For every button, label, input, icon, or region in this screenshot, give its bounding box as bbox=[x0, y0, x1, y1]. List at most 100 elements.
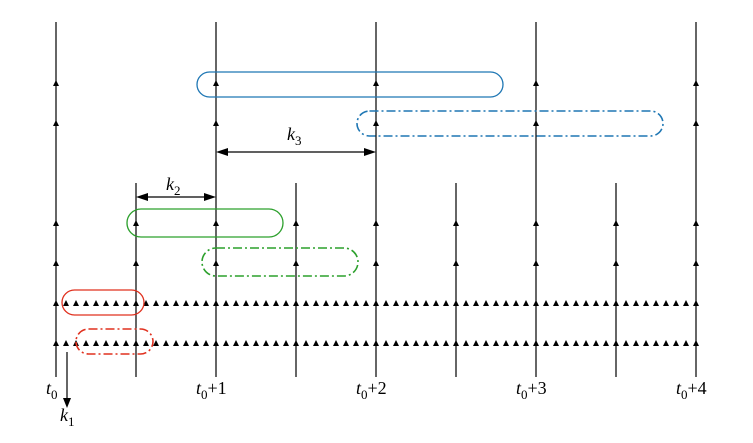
event-arrowhead bbox=[633, 300, 639, 306]
event-arrowhead bbox=[373, 120, 379, 126]
event-arrowhead bbox=[173, 300, 179, 306]
event-arrowhead bbox=[163, 300, 169, 306]
event-arrowhead bbox=[693, 80, 699, 86]
event-arrowhead bbox=[243, 340, 249, 346]
event-arrowhead bbox=[213, 340, 219, 346]
event-arrowhead bbox=[613, 220, 619, 226]
event-arrowhead bbox=[563, 300, 569, 306]
event-arrowhead bbox=[273, 300, 279, 306]
event-arrowhead bbox=[163, 340, 169, 346]
event-arrowhead bbox=[373, 300, 379, 306]
event-arrowhead bbox=[213, 300, 219, 306]
event-arrowhead bbox=[533, 80, 539, 86]
event-arrowhead bbox=[693, 260, 699, 266]
event-arrowhead bbox=[663, 300, 669, 306]
time-label-t0-plus-2: t0+2 bbox=[356, 378, 387, 402]
event-arrowhead bbox=[283, 300, 289, 306]
event-arrowhead bbox=[633, 340, 639, 346]
interval-label-k1: k1 bbox=[60, 405, 75, 429]
event-arrowhead bbox=[603, 340, 609, 346]
event-arrowhead bbox=[683, 340, 689, 346]
event-arrowhead bbox=[293, 220, 299, 226]
event-arrowhead bbox=[493, 300, 499, 306]
event-arrowhead bbox=[63, 300, 69, 306]
event-arrowhead bbox=[143, 340, 149, 346]
event-arrowhead bbox=[433, 300, 439, 306]
event-arrowhead bbox=[343, 300, 349, 306]
event-arrowhead bbox=[323, 340, 329, 346]
event-arrowhead bbox=[373, 80, 379, 86]
event-arrowhead bbox=[233, 300, 239, 306]
event-arrowhead bbox=[593, 300, 599, 306]
interval-label-k2: k2 bbox=[166, 174, 181, 198]
green-solid-window bbox=[126, 208, 284, 238]
event-arrowhead bbox=[623, 300, 629, 306]
event-arrowhead bbox=[443, 340, 449, 346]
event-arrowhead bbox=[103, 300, 109, 306]
event-arrowhead bbox=[283, 340, 289, 346]
time-label-t0-plus-1: t0+1 bbox=[196, 378, 227, 402]
event-arrowhead bbox=[503, 300, 509, 306]
event-arrowhead bbox=[153, 340, 159, 346]
event-arrowhead bbox=[273, 340, 279, 346]
event-arrowhead bbox=[533, 300, 539, 306]
event-arrowhead bbox=[303, 300, 309, 306]
timeline-lines bbox=[55, 22, 697, 408]
event-arrowhead bbox=[53, 260, 59, 266]
event-arrowhead bbox=[553, 300, 559, 306]
event-arrowhead bbox=[693, 120, 699, 126]
event-arrowhead bbox=[263, 300, 269, 306]
event-arrowhead bbox=[203, 300, 209, 306]
event-arrowhead bbox=[353, 340, 359, 346]
event-arrowhead bbox=[213, 120, 219, 126]
event-arrowhead bbox=[213, 220, 219, 226]
event-arrowhead bbox=[443, 300, 449, 306]
event-arrowhead bbox=[653, 340, 659, 346]
event-arrowhead bbox=[693, 340, 699, 346]
event-arrowhead bbox=[513, 300, 519, 306]
event-arrowhead bbox=[573, 340, 579, 346]
event-arrowhead bbox=[303, 340, 309, 346]
k3-dimension-left-arrowhead bbox=[216, 148, 228, 156]
event-arrowhead bbox=[93, 300, 99, 306]
event-arrowhead bbox=[413, 300, 419, 306]
event-arrowhead bbox=[523, 300, 529, 306]
event-arrowhead bbox=[73, 300, 79, 306]
event-arrowhead bbox=[693, 300, 699, 306]
event-arrowhead bbox=[453, 220, 459, 226]
event-arrowhead bbox=[453, 340, 459, 346]
event-arrowhead bbox=[473, 340, 479, 346]
event-arrowhead bbox=[113, 300, 119, 306]
event-arrowhead bbox=[423, 300, 429, 306]
event-arrowhead bbox=[103, 340, 109, 346]
event-arrowhead bbox=[593, 340, 599, 346]
event-arrowhead bbox=[193, 300, 199, 306]
event-arrowhead bbox=[133, 300, 139, 306]
event-arrowhead bbox=[243, 300, 249, 306]
time-label-t0-plus-3: t0+3 bbox=[516, 378, 547, 402]
red-dashdot-window bbox=[75, 328, 154, 355]
event-arrowhead bbox=[83, 300, 89, 306]
event-arrowhead bbox=[293, 300, 299, 306]
event-arrowhead bbox=[223, 300, 229, 306]
time-label-t0: t0 bbox=[46, 378, 58, 402]
event-arrowhead bbox=[513, 340, 519, 346]
event-arrowhead bbox=[643, 300, 649, 306]
event-arrowhead bbox=[293, 260, 299, 266]
event-arrowhead bbox=[313, 300, 319, 306]
event-arrowhead bbox=[333, 300, 339, 306]
event-arrowhead bbox=[453, 260, 459, 266]
event-arrowhead bbox=[293, 340, 299, 346]
event-arrowhead bbox=[623, 340, 629, 346]
event-arrowhead bbox=[463, 340, 469, 346]
event-arrowhead bbox=[673, 340, 679, 346]
event-arrowhead bbox=[123, 300, 129, 306]
event-arrowhead bbox=[583, 300, 589, 306]
event-arrowhead bbox=[53, 340, 59, 346]
event-arrowhead bbox=[573, 300, 579, 306]
event-arrowhead bbox=[413, 340, 419, 346]
event-arrowhead bbox=[693, 220, 699, 226]
event-arrowhead bbox=[603, 300, 609, 306]
event-arrowhead bbox=[673, 300, 679, 306]
event-arrowhead bbox=[403, 340, 409, 346]
